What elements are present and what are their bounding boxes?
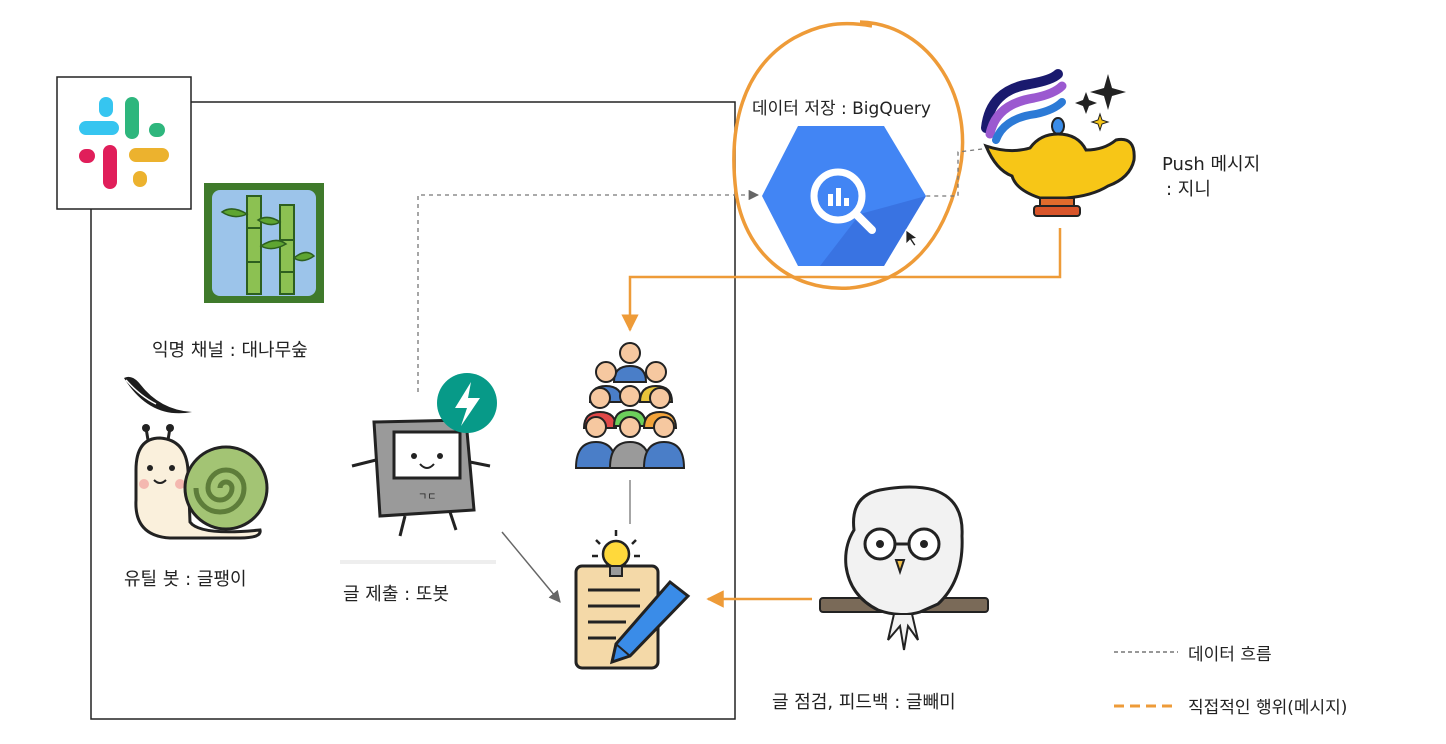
legend-data-flow-text: 데이터 흐름 [1188,645,1272,665]
idea-document-icon [574,530,691,670]
push-message-label: Push 메시지 [1162,154,1261,175]
robot-icon: ㄱㄷ [340,418,496,564]
slack-logo-icon [56,76,192,210]
submit-bot-label: 글 제출 : 또봇 [343,584,450,605]
data-flow-robot-to-bigquery [417,189,760,392]
quill-icon [124,376,192,414]
legend-direct-action-text: 직접적인 행위(메시지) [1188,698,1348,718]
arrow-robot-to-document [501,531,561,603]
workspace-frame [90,101,736,720]
utility-bot-label: 유틸 봇 : 글팽이 [124,569,247,590]
storage-label: 데이터 저장 : BigQuery [752,99,931,119]
lightning-badge-icon [437,373,497,433]
bigquery-icon [762,126,926,266]
snail-icon [134,424,269,540]
genie-lamp-icon [981,69,1136,217]
people-group-icon [574,342,686,469]
cursor-icon [905,229,918,247]
data-flow-lamp-to-bigquery [926,147,991,197]
owl-icon [819,485,989,651]
robot-screen-text: ㄱㄷ [418,492,436,503]
push-genie-label: : 지니 [1166,179,1211,200]
bamboo-channel-label: 익명 채널 : 대나무숲 [152,340,308,361]
review-bot-label: 글 점검, 피드백 : 글빼미 [772,692,956,713]
highlight-circle [732,20,965,290]
bamboo-icon [204,183,324,303]
message-flow-lamp-to-people [621,228,1062,332]
